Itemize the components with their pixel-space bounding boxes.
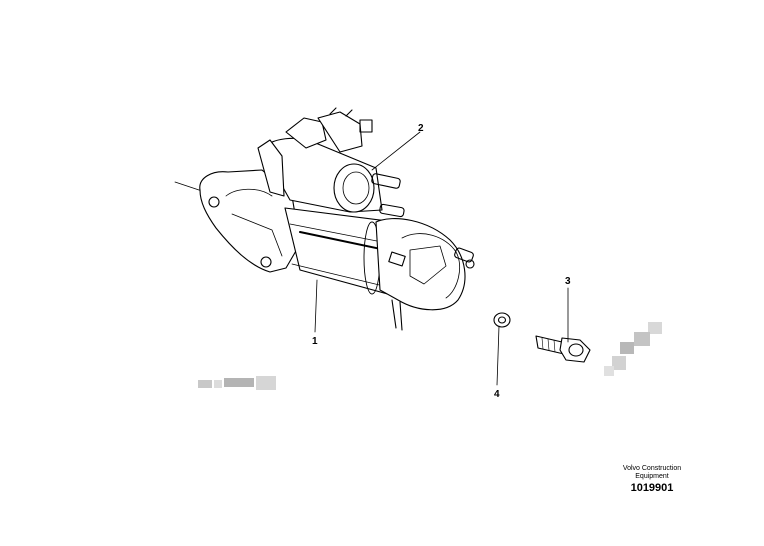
callout-3: 3: [565, 276, 571, 287]
drawing-number: 1019901: [630, 482, 674, 494]
leader-line-1: [314, 279, 318, 333]
redaction-mark-right: [604, 322, 662, 376]
drive-end-flange: [199, 169, 301, 273]
redaction-mark-left: [198, 376, 276, 390]
solenoid: [257, 107, 405, 218]
end-cap: [375, 218, 475, 331]
callout-1: 1: [312, 336, 318, 347]
callout-2: 2: [418, 123, 424, 134]
publisher-credit: Volvo Construction Equipment: [606, 465, 698, 481]
credit-line-2: Equipment: [635, 473, 669, 480]
flange-bolt: [535, 335, 591, 363]
leader-line-4: [496, 325, 500, 386]
motor-body: [284, 207, 396, 297]
leader-line-2: [371, 131, 421, 171]
washer: [493, 312, 511, 328]
credit-line-1: Volvo Construction: [622, 465, 682, 472]
callout-4: 4: [494, 389, 500, 400]
